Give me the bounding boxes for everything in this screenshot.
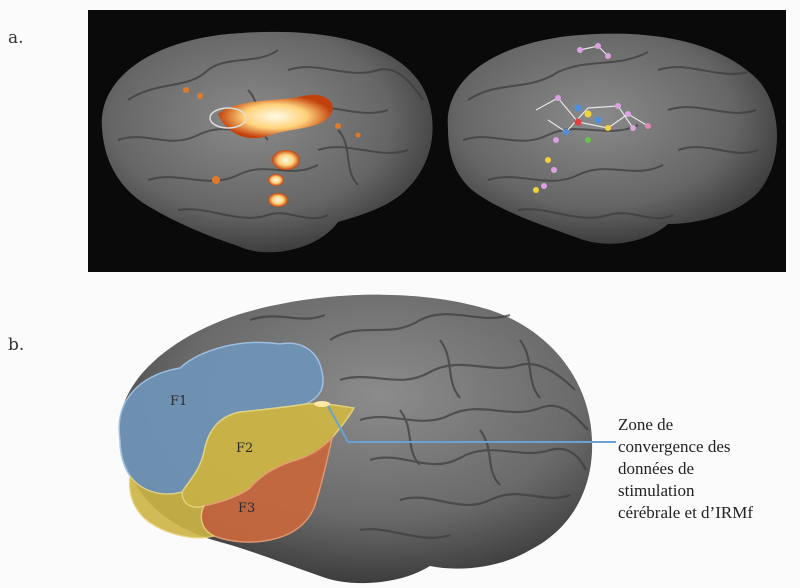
region-label-f2: F2 <box>236 441 253 456</box>
convergence-annotation: Zone de convergence des données de stimu… <box>618 414 800 524</box>
annotation-line: cérébrale et d’IRMf <box>618 502 800 524</box>
panel-label-b: b. <box>8 335 24 355</box>
brain-left-hemisphere-electrodes-icon <box>448 34 777 244</box>
annotation-line: Zone de <box>618 414 800 436</box>
leader-line-extension <box>600 440 620 444</box>
region-label-f1: F1 <box>170 394 187 409</box>
annotation-line: convergence des <box>618 436 800 458</box>
panel-a-image <box>88 10 786 272</box>
brain-left-hemisphere-fmri-icon <box>102 32 433 252</box>
region-label-f3: F3 <box>238 501 255 516</box>
brain-left-hemisphere-regions-icon: F1 F2 F3 <box>119 295 600 583</box>
annotation-line: données de <box>618 458 800 480</box>
annotation-line: stimulation <box>618 480 800 502</box>
panel-b-image: F1 F2 F3 <box>100 280 600 588</box>
panel-label-a: a. <box>8 28 24 48</box>
